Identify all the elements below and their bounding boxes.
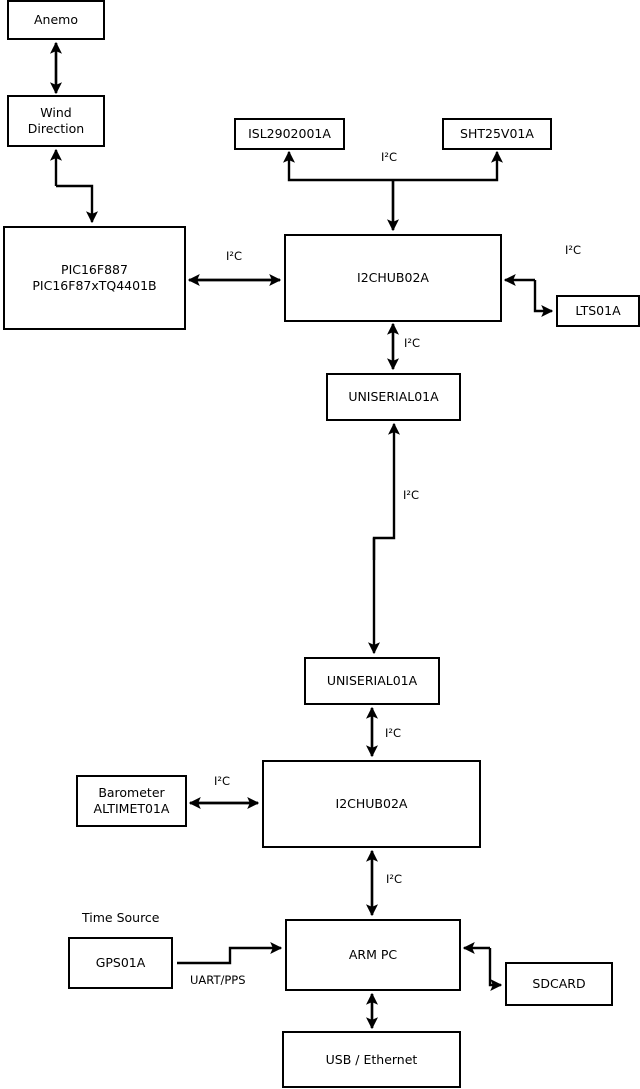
edge-label-uniserial-bottom-to-hub: I²C: [385, 726, 402, 740]
node-pic-microcontroller[interactable]: PIC16F887 PIC16F87xTQ4401B: [3, 226, 186, 330]
edge-label-uniserial-link: I²C: [403, 488, 420, 502]
connector-bus-to-sht: [393, 150, 503, 182]
edge-label-sensors-to-hub: I²C: [381, 150, 398, 164]
node-usb-ethernet[interactable]: USB / Ethernet: [282, 1031, 461, 1088]
node-wind-direction[interactable]: Wind Direction: [7, 95, 105, 147]
edge-label-gps-to-arm: UART/PPS: [190, 973, 246, 987]
node-anemo[interactable]: Anemo: [7, 0, 105, 40]
edge-label-pic-to-hub: I²C: [226, 249, 243, 263]
node-sdcard[interactable]: SDCARD: [505, 962, 613, 1006]
node-isl2902001a[interactable]: ISL2902001A: [234, 118, 345, 150]
connector-gps-to-arm: [177, 942, 283, 965]
edge-label-hub-to-lts: I²C: [565, 243, 582, 257]
connector-hub-to-lts: [533, 280, 554, 317]
connector-jog-wind-pic: [56, 184, 98, 224]
connector-uniserial-link-up: [372, 422, 400, 560]
connector-arm-to-sdcard: [488, 948, 503, 991]
node-i2chub02a-bottom[interactable]: I2CHUB02A: [262, 760, 481, 848]
node-uniserial01a-bottom[interactable]: UNISERIAL01A: [304, 657, 440, 705]
edge-label-hub-to-arm: I²C: [386, 872, 403, 886]
node-uniserial01a-top[interactable]: UNISERIAL01A: [326, 373, 461, 421]
node-lts01a[interactable]: LTS01A: [556, 295, 640, 327]
node-arm-pc[interactable]: ARM PC: [285, 919, 461, 991]
node-sht25v01a[interactable]: SHT25V01A: [442, 118, 552, 150]
node-i2chub02a-top[interactable]: I2CHUB02A: [284, 234, 502, 322]
edge-label-barometer-to-hub: I²C: [214, 774, 231, 788]
label-time-source: Time Source: [82, 910, 160, 925]
node-gps01a[interactable]: GPS01A: [68, 937, 173, 989]
node-barometer-altimet01a[interactable]: Barometer ALTIMET01A: [76, 775, 187, 827]
connector-bus-to-isl: [283, 150, 393, 182]
edge-label-hub-to-uniserial-top: I²C: [404, 336, 421, 350]
